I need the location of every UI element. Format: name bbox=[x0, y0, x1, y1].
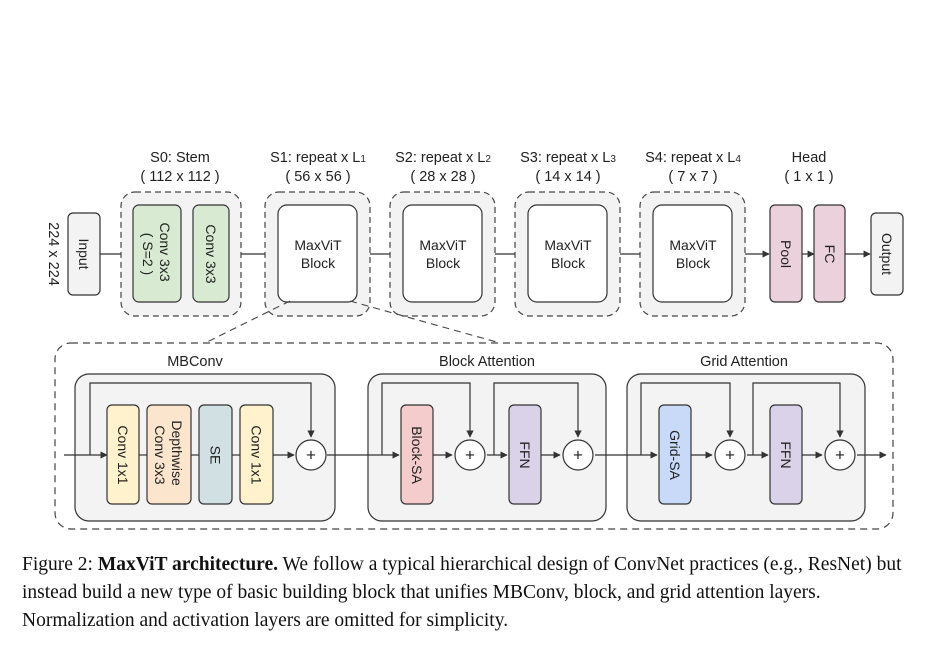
s3-title: S3: repeat x L3 bbox=[520, 150, 616, 166]
s4-title: S4: repeat x L4 bbox=[645, 150, 741, 166]
block-sa-label: Block-SA bbox=[409, 426, 425, 484]
pool-label: Pool bbox=[778, 240, 794, 268]
mbconv-conv1x1-a-block bbox=[106, 404, 140, 505]
conv3x3-label: Conv 3x3 bbox=[203, 224, 219, 283]
mbconv-depthwise-block bbox=[146, 404, 192, 505]
grid-attention-add-node-1 bbox=[714, 439, 746, 471]
s2-size: ( 28 x 28 ) bbox=[410, 169, 475, 185]
maxvit-block-s1 bbox=[277, 204, 358, 303]
pool-block bbox=[769, 204, 803, 303]
mbconv-add-node bbox=[295, 439, 327, 471]
grid-sa-block bbox=[658, 404, 692, 505]
block-attention-title: Block Attention bbox=[439, 354, 535, 370]
mbconv-title: MBConv bbox=[167, 354, 223, 370]
s0-size: ( 112 x 112 ) bbox=[140, 169, 219, 185]
grid-attention-add-node-2 bbox=[824, 439, 856, 471]
block-attention-add-node-1 bbox=[454, 439, 486, 471]
maxvit-architecture-diagram: S0: Stem ( 112 x 112 ) S1: repeat x L1 (… bbox=[45, 150, 904, 530]
block-ffn-block bbox=[508, 404, 542, 505]
maxvit-block-s4 bbox=[652, 204, 733, 303]
mbconv-se-label: SE bbox=[208, 446, 224, 465]
s1-title: S1: repeat x L1 bbox=[270, 150, 366, 166]
maxvit-block-s2 bbox=[402, 204, 483, 303]
block-attention-plus-1: + bbox=[465, 446, 475, 465]
conv3x3-block bbox=[192, 204, 230, 303]
grid-sa-label: Grid-SA bbox=[667, 430, 683, 480]
s3-size: ( 14 x 14 ) bbox=[535, 169, 600, 185]
mbconv-se-block bbox=[198, 404, 233, 505]
grid-ffn-label: FFN bbox=[778, 441, 794, 468]
input-label: Input bbox=[76, 238, 92, 269]
caption-label: Figure 2: bbox=[22, 554, 93, 575]
mbconv-conv1x1-b-label: Conv 1x1 bbox=[249, 425, 265, 484]
s4-size: ( 7 x 7 ) bbox=[668, 169, 717, 185]
mbconv-plus: + bbox=[306, 446, 316, 465]
block-sa-block bbox=[400, 404, 434, 505]
grid-ffn-block bbox=[769, 404, 803, 505]
block-attention-add-node-2 bbox=[562, 439, 594, 471]
s0-title: S0: Stem bbox=[150, 150, 210, 166]
s1-size: ( 56 x 56 ) bbox=[285, 169, 350, 185]
conv3x3-stride2-label: Conv 3x3 ( S=2 ) bbox=[140, 222, 173, 285]
caption-bold: MaxViT architecture. bbox=[97, 554, 278, 575]
output-label: Output bbox=[879, 233, 895, 275]
mbconv-conv1x1-a-label: Conv 1x1 bbox=[115, 425, 131, 484]
figure-caption: Figure 2: MaxViT architecture. We follow… bbox=[22, 551, 932, 635]
input-block bbox=[67, 212, 101, 296]
output-block bbox=[870, 212, 904, 296]
head-size: ( 1 x 1 ) bbox=[784, 169, 833, 185]
grid-attention-title: Grid Attention bbox=[700, 354, 788, 370]
block-ffn-label: FFN bbox=[517, 441, 533, 468]
grid-attention-plus-2: + bbox=[835, 446, 845, 465]
fc-label: FC bbox=[822, 245, 838, 264]
block-attention-plus-2: + bbox=[573, 446, 583, 465]
mbconv-conv1x1-b-block bbox=[239, 404, 274, 505]
head-title: Head bbox=[792, 150, 827, 166]
maxvit-block-s3 bbox=[527, 204, 608, 303]
grid-attention-plus-1: + bbox=[725, 446, 735, 465]
s2-title: S2: repeat x L2 bbox=[395, 150, 491, 166]
conv3x3-stride2-block bbox=[132, 204, 182, 303]
mbconv-depthwise-label: Depthwise Conv 3x3 bbox=[152, 420, 185, 489]
caption-text: We follow a typical hierarchical design … bbox=[22, 554, 902, 631]
zoom-lines bbox=[204, 300, 501, 344]
fc-block bbox=[813, 204, 846, 303]
input-size-label: 224 x 224 bbox=[45, 222, 61, 286]
